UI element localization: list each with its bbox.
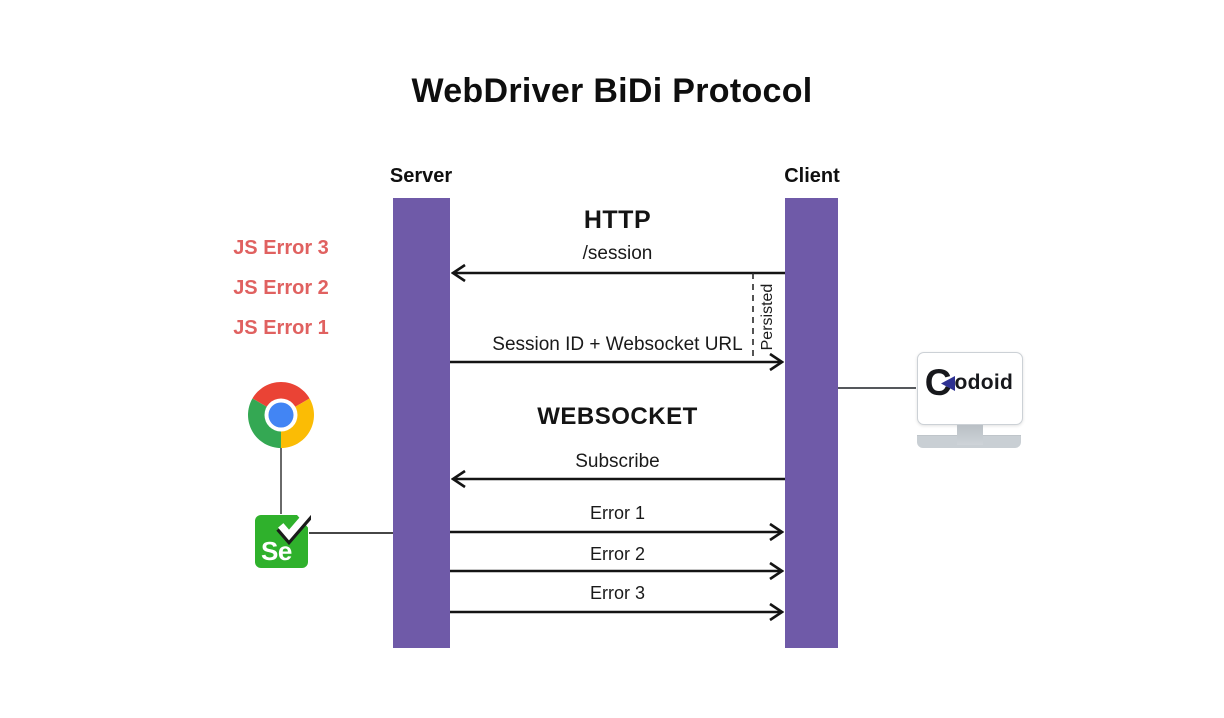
message-label-subscribe: Subscribe	[575, 451, 660, 472]
js-error-1-label: JS Error 1	[233, 317, 329, 339]
chrome-logo-graphic	[248, 382, 314, 448]
server-lifeline-bar	[393, 198, 450, 648]
message-label-error-1: Error 1	[589, 503, 645, 523]
server-lifeline-label: Server	[389, 165, 453, 187]
codoid-logo-text: odoid	[954, 371, 1014, 394]
message-label-session-id-websocket-url: Session ID + Websocket URL	[492, 334, 743, 355]
client-lifeline-bar	[785, 198, 838, 648]
selenium-icon: Se	[255, 509, 311, 568]
message-label-session: /session	[582, 243, 653, 264]
message-label-error-2: Error 2	[589, 544, 645, 564]
persisted-note: Persisted	[759, 283, 776, 351]
js-error-2-label: JS Error 2	[233, 277, 329, 299]
js-error-3-label: JS Error 3	[233, 237, 329, 259]
websocket-section-heading: WEBSOCKET	[537, 403, 698, 430]
message-label-error-3: Error 3	[589, 583, 645, 603]
monitor-stand	[957, 425, 983, 445]
codoid-logo: C odoid	[917, 354, 1021, 410]
diagram-title: WebDriver BiDi Protocol	[411, 72, 813, 110]
http-section-heading: HTTP	[583, 206, 652, 234]
monitor-screen	[917, 352, 1023, 425]
codoid-triangle-icon	[940, 376, 955, 391]
chrome-browser-icon	[248, 382, 314, 448]
client-lifeline-label: Client	[784, 165, 840, 187]
selenium-checkmark-icon	[276, 509, 311, 546]
client-monitor: C odoid	[917, 352, 1023, 448]
